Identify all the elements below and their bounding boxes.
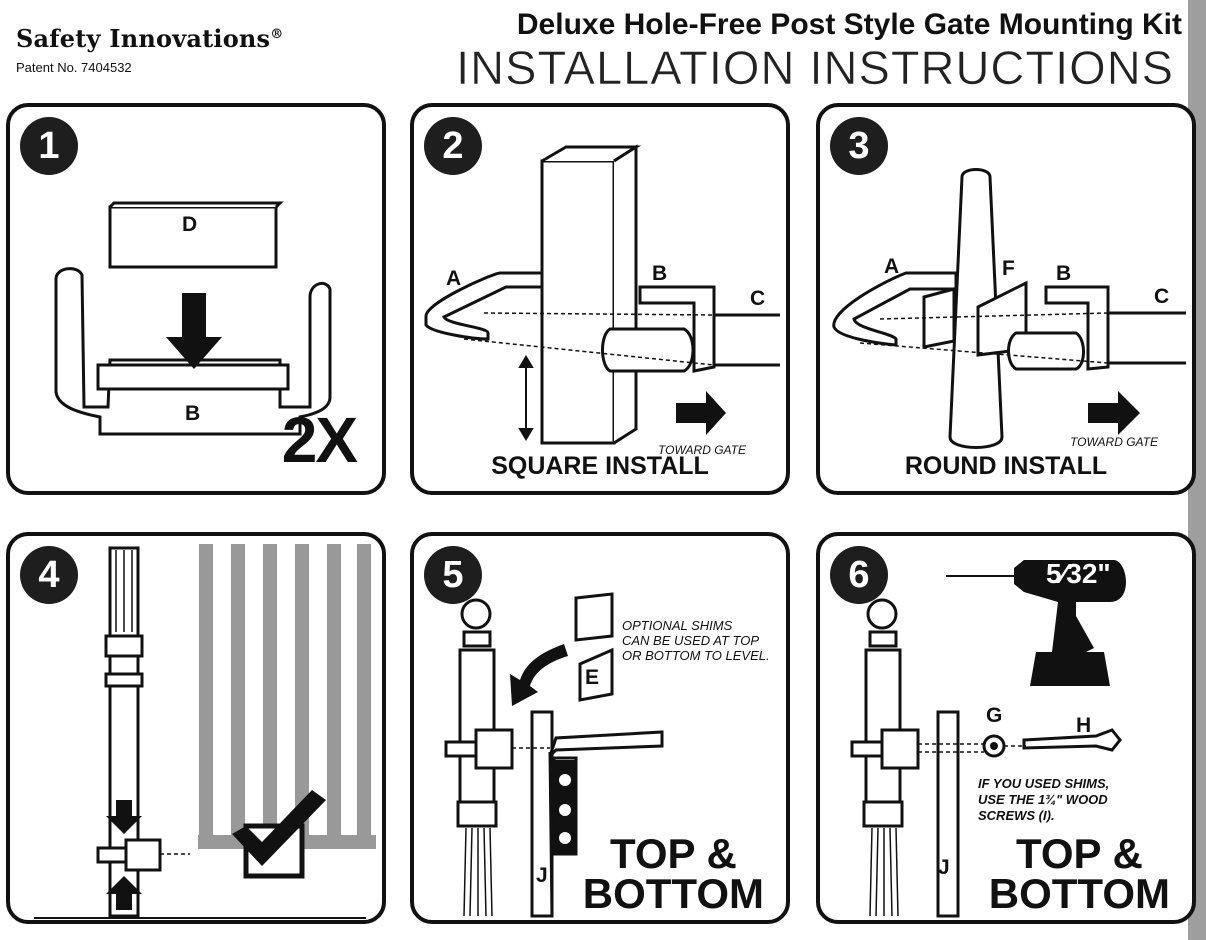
- right-arrow-icon: [676, 391, 726, 435]
- step-number: 2: [424, 117, 482, 175]
- step-caption: ROUND INSTALL: [904, 452, 1108, 480]
- step-5-illustration: [444, 592, 664, 918]
- step-3-panel: 3 A F B C TOWARD GATE ROUND INSTALL: [816, 103, 1196, 495]
- step-number: 3: [830, 117, 888, 175]
- step-1-panel: 1 D B 2X: [6, 103, 386, 495]
- right-arrow-icon: [1088, 391, 1140, 435]
- down-arrow-icon: [166, 293, 222, 369]
- step-3-illustration: [832, 168, 1186, 449]
- brand-text: Safety Innovations: [16, 24, 271, 53]
- down-arrow-icon: [106, 800, 142, 834]
- label-c: C: [1154, 285, 1170, 308]
- label-f: F: [1002, 257, 1015, 280]
- up-arrow-icon: [106, 876, 142, 910]
- step-caption: SQUARE INSTALL: [491, 452, 709, 480]
- patent-number: Patent No. 7404532: [16, 60, 132, 75]
- level-icon: [554, 760, 576, 854]
- note-line: USE THE 1¾" WOOD: [978, 792, 1108, 807]
- caption-line: BOTTOM: [988, 870, 1170, 917]
- caption-line: TOP &: [609, 830, 737, 877]
- label-d: D: [182, 213, 198, 236]
- label-b: B: [652, 262, 668, 285]
- direction-label: TOWARD GATE: [658, 443, 747, 457]
- registered-mark: ®: [270, 27, 284, 42]
- label-a: A: [884, 255, 900, 278]
- step-6-illustration: [850, 560, 1126, 918]
- shim-note-line: OR BOTTOM TO LEVEL.: [622, 648, 770, 663]
- note-line: SCREWS (I).: [978, 808, 1055, 823]
- step-number: 4: [20, 546, 78, 604]
- label-j: J: [536, 864, 548, 887]
- checkmark-icon: [232, 790, 326, 866]
- step-caption: TOP & BOTTOM: [582, 830, 764, 917]
- label-b: B: [185, 402, 201, 425]
- shim-note-line: OPTIONAL SHIMS: [622, 618, 733, 633]
- step-5-panel: 5 E: [410, 532, 790, 924]
- label-h: H: [1076, 714, 1092, 737]
- label-j: J: [938, 856, 950, 879]
- note-line: IF YOU USED SHIMS,: [978, 776, 1110, 791]
- caption-line: TOP &: [1015, 830, 1143, 877]
- page-subtitle: INSTALLATION INSTRUCTIONS: [456, 41, 1174, 95]
- page-title: Deluxe Hole-Free Post Style Gate Mountin…: [516, 8, 1182, 41]
- step-4-panel: 4: [6, 532, 386, 924]
- drill-bit-size: 5⁄32": [1046, 558, 1111, 589]
- step-6-panel: 6 5⁄32": [816, 532, 1196, 924]
- step-number: 1: [20, 117, 78, 175]
- step-number: 5: [424, 546, 482, 604]
- label-c: C: [750, 287, 766, 310]
- wood-screw-note: IF YOU USED SHIMS, USE THE 1¾" WOOD SCRE…: [978, 776, 1109, 824]
- label-a: A: [446, 267, 462, 290]
- curved-arrow-icon: [510, 644, 568, 706]
- label-b: B: [1056, 262, 1072, 285]
- label-e: E: [585, 666, 600, 689]
- drill-icon: [946, 560, 1126, 686]
- direction-label: TOWARD GATE: [1070, 435, 1159, 449]
- caption-line: BOTTOM: [582, 870, 764, 917]
- step-2-illustration: [424, 144, 780, 445]
- shim-note: OPTIONAL SHIMS CAN BE USED AT TOP OR BOT…: [622, 618, 770, 663]
- shim-note-line: CAN BE USED AT TOP: [622, 633, 760, 648]
- step-1-illustration: [54, 201, 332, 436]
- step-number: 6: [830, 546, 888, 604]
- step-2-panel: 2 A B C TOWARD GATE SQUARE INSTALL: [410, 103, 790, 495]
- step-caption: TOP & BOTTOM: [988, 830, 1170, 917]
- quantity-multiplier: 2X: [281, 404, 358, 476]
- step-4-illustration: [34, 544, 376, 919]
- label-g: G: [986, 704, 1003, 727]
- brand-name: Safety Innovations®: [16, 24, 283, 53]
